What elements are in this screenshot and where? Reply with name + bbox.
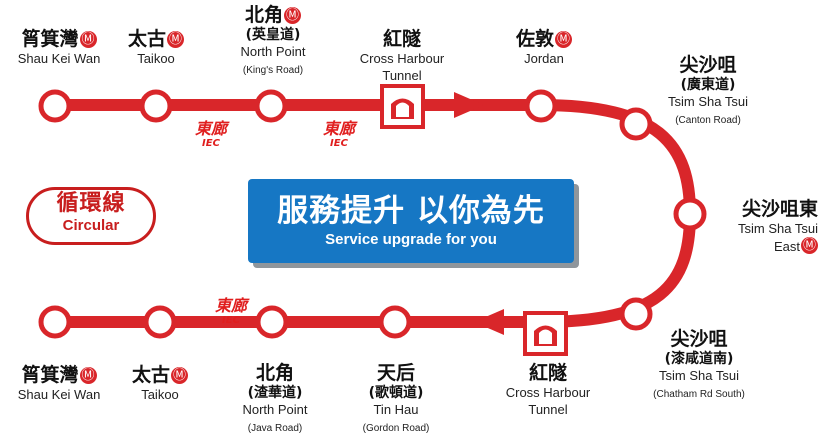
station-road-zh: (渣華道): [247, 384, 303, 401]
service-banner: 服務提升 以你為先 Service upgrade for you: [248, 179, 574, 263]
station-zh: 筲箕灣: [21, 364, 79, 386]
station-zh: 太古: [127, 28, 166, 50]
station-marker: [378, 305, 412, 339]
iec-en: IEC: [330, 137, 348, 149]
station-en: Tunnel: [382, 67, 422, 83]
station-en: Shau Kei Wan: [17, 50, 101, 66]
station-tst-canton: 尖沙咀 (廣東道) Tsim Sha Tsui (Canton Road): [648, 54, 768, 126]
direction-arrow-east: [454, 92, 484, 118]
circular-en: Circular: [62, 217, 120, 234]
iec-en: IEC: [222, 314, 240, 326]
station-zh: 北角: [244, 4, 283, 26]
station-marker: [619, 107, 653, 141]
station-marker: [619, 297, 653, 331]
station-zh: 佐敦: [515, 28, 554, 50]
station-marker: [254, 89, 288, 123]
station-road-en: (King's Road): [242, 64, 304, 76]
direction-arrow-west: [474, 309, 504, 335]
mtr-logo-icon: Ⓜ: [801, 236, 818, 254]
station-road-zh: (廣東道): [680, 76, 736, 93]
station-road-en: (Java Road): [247, 422, 303, 434]
station-zh: 尖沙咀東: [741, 198, 818, 220]
tunnel-icon: [523, 311, 568, 356]
banner-title: 服務提升 以你為先: [277, 193, 545, 229]
station-en: Jordan: [524, 50, 564, 66]
station-zh: 紅隧: [382, 28, 421, 50]
station-marker: [143, 305, 177, 339]
station-road-en: (Canton Road): [675, 114, 741, 126]
station-en: Tsim Sha Tsui: [668, 93, 748, 109]
station-marker: [139, 89, 173, 123]
circular-zh: 循環線: [56, 191, 126, 216]
station-cross-harbour-lower: 紅隧 Cross Harbour Tunnel: [488, 362, 608, 418]
station-en: Tsim Sha Tsui: [659, 367, 739, 383]
station-road-zh: (漆咸道南): [664, 350, 734, 367]
station-en: Cross Harbour: [505, 384, 591, 400]
station-zh: 尖沙咀: [670, 328, 728, 350]
station-north-point-lower: 北角 (渣華道) North Point (Java Road): [230, 362, 320, 434]
station-en: North Point: [240, 43, 306, 59]
mtr-logo-icon: Ⓜ: [79, 31, 97, 48]
station-en: East: [773, 238, 800, 254]
iec-zh: 東廊: [194, 119, 227, 138]
station-en: Tsim Sha Tsui: [738, 220, 818, 236]
station-zh: 紅隧: [528, 362, 567, 384]
station-en: Taikoo: [141, 386, 179, 402]
station-zh: 尖沙咀: [679, 54, 737, 76]
station-marker: [38, 89, 72, 123]
mtr-logo-icon: Ⓜ: [79, 367, 97, 384]
station-en: Shau Kei Wan: [17, 386, 101, 402]
station-zh: 筲箕灣: [21, 28, 79, 50]
station-en: Tunnel: [528, 401, 568, 417]
station-en: Cross Harbour: [359, 50, 445, 66]
station-marker: [673, 197, 707, 231]
station-road-en: (Chatham Rd South): [653, 388, 745, 400]
station-marker: [38, 305, 72, 339]
station-cross-harbour-upper: 紅隧 Cross Harbour Tunnel: [342, 28, 462, 84]
iec-zh: 東廊: [322, 119, 355, 138]
iec-zh: 東廊: [214, 296, 247, 315]
mtr-logo-icon: Ⓜ: [167, 31, 184, 48]
station-en: North Point: [242, 401, 308, 417]
station-en: Taikoo: [137, 50, 175, 66]
station-road-zh: (歌頓道): [368, 384, 424, 401]
station-zh: 太古: [131, 364, 170, 386]
station-marker: [255, 305, 289, 339]
station-zh: 北角: [255, 362, 294, 384]
station-tst-chatham: 尖沙咀 (漆咸道南) Tsim Sha Tsui (Chatham Rd Sou…: [634, 328, 764, 400]
station-road-zh: (英皇道): [245, 26, 301, 43]
mtr-logo-icon: Ⓜ: [284, 7, 301, 24]
mtr-logo-icon: Ⓜ: [555, 31, 572, 48]
station-en: Tin Hau: [373, 401, 419, 417]
iec-en: IEC: [202, 137, 220, 149]
mtr-logo-icon: Ⓜ: [171, 367, 188, 384]
station-tin-hau: 天后 (歌頓道) Tin Hau (Gordon Road): [348, 362, 444, 434]
station-road-en: (Gordon Road): [362, 422, 430, 434]
station-zh: 天后: [376, 362, 415, 384]
circular-badge: 循環線 Circular: [26, 187, 156, 245]
tunnel-icon: [380, 84, 425, 129]
station-marker: [524, 89, 558, 123]
banner-subtitle: Service upgrade for you: [325, 231, 497, 248]
